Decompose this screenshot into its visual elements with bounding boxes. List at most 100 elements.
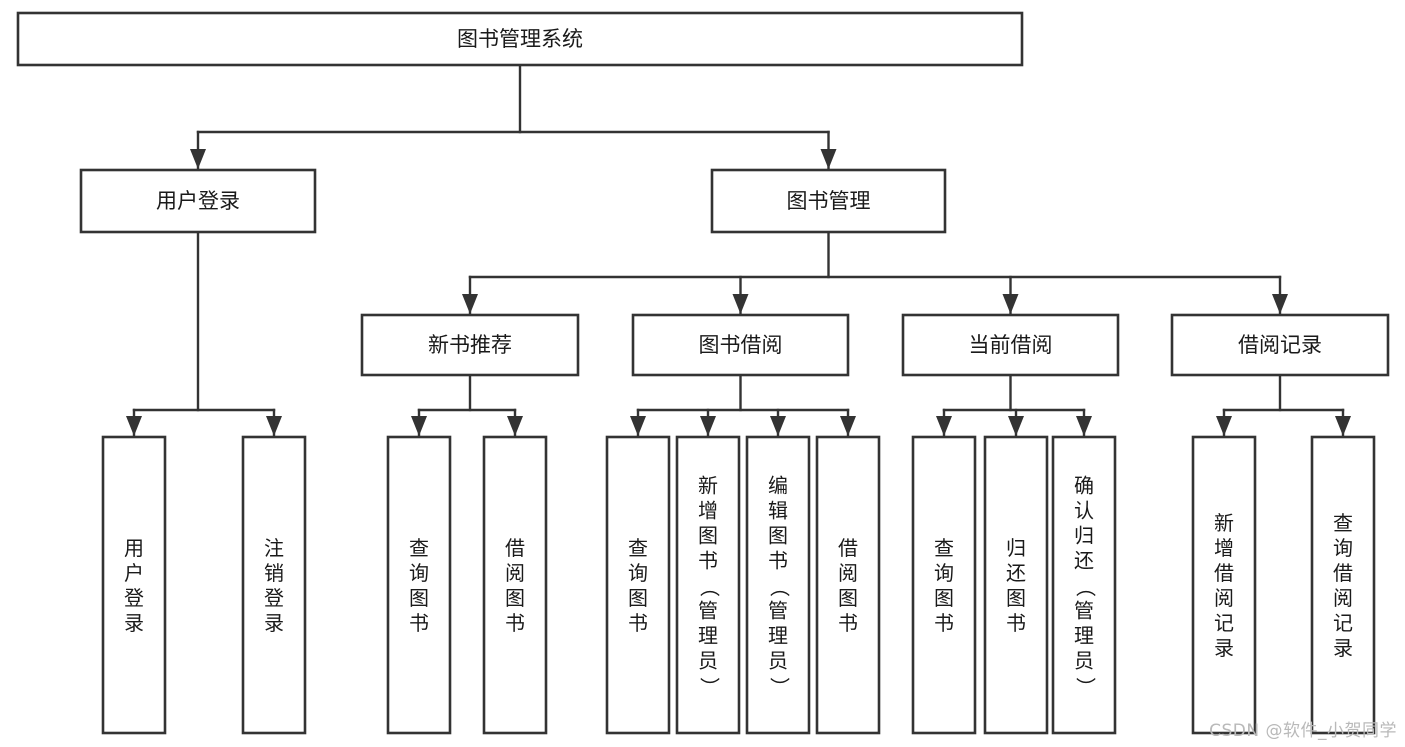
svg-text:询: 询	[934, 561, 954, 585]
node-box-新增借阅记录[interactable]	[1191, 435, 1257, 735]
svg-text:理: 理	[768, 624, 788, 648]
node-用户登录[interactable]: 用户登录	[79, 168, 317, 234]
node-box-查询图书[interactable]	[386, 435, 452, 735]
svg-text:登: 登	[264, 586, 284, 610]
node-图书借阅[interactable]: 图书借阅	[631, 313, 850, 377]
svg-text:记: 记	[1214, 611, 1234, 635]
arrow-head-icon	[1076, 416, 1092, 436]
arrow-head-icon	[820, 149, 837, 169]
arrow-head-icon	[770, 416, 786, 436]
svg-text:图: 图	[409, 586, 429, 610]
arrow-head-icon	[936, 416, 952, 436]
arrow-head-icon	[700, 416, 716, 436]
svg-text:借: 借	[1214, 561, 1234, 585]
node-当前借阅[interactable]: 当前借阅	[901, 313, 1120, 377]
node-借阅记录[interactable]: 借阅记录	[1170, 313, 1390, 377]
svg-text:辑: 辑	[768, 499, 788, 523]
node-box-编辑图书管理员[interactable]	[745, 435, 811, 735]
svg-text:（: （	[1074, 577, 1098, 597]
node-box-用户登录[interactable]	[79, 168, 317, 234]
node-label-图书管理: 图书管理	[787, 189, 871, 213]
svg-text:图: 图	[934, 586, 954, 610]
node-box-当前借阅[interactable]	[901, 313, 1120, 377]
connector-layer	[126, 63, 1351, 438]
node-label-新书推荐: 新书推荐	[428, 333, 512, 357]
node-box-查询借阅记录[interactable]	[1310, 435, 1376, 735]
node-新书推荐[interactable]: 新书推荐	[360, 313, 580, 377]
node-box-图书管理系统[interactable]	[16, 11, 1024, 67]
svg-text:还: 还	[1074, 549, 1094, 573]
svg-text:阅: 阅	[1333, 586, 1353, 610]
node-box-注销登录[interactable]	[241, 435, 307, 735]
svg-text:员: 员	[1074, 649, 1094, 673]
node-box-归还图书[interactable]	[983, 435, 1049, 735]
node-box-借阅记录[interactable]	[1170, 313, 1390, 377]
node-box-确认归还管理员[interactable]	[1051, 435, 1117, 735]
node-label-当前借阅: 当前借阅	[969, 333, 1053, 357]
arrow-head-icon	[1272, 294, 1288, 314]
node-图书管理[interactable]: 图书管理	[710, 168, 947, 234]
svg-text:认: 认	[1074, 499, 1094, 523]
node-box-图书借阅[interactable]	[631, 313, 850, 377]
svg-text:询: 询	[1333, 536, 1353, 560]
node-box-新书推荐[interactable]	[360, 313, 580, 377]
svg-text:新: 新	[1214, 511, 1234, 535]
node-用户登录[interactable]: 用户登录	[101, 435, 167, 735]
svg-text:书: 书	[934, 611, 954, 635]
node-box-借阅图书[interactable]	[815, 435, 881, 735]
svg-text:阅: 阅	[1214, 586, 1234, 610]
svg-text:书: 书	[628, 611, 648, 635]
node-label-图书借阅: 图书借阅	[699, 333, 783, 357]
node-box-借阅图书[interactable]	[482, 435, 548, 735]
svg-text:图: 图	[838, 586, 858, 610]
svg-text:确: 确	[1074, 474, 1094, 498]
svg-text:管: 管	[698, 599, 718, 623]
svg-text:查: 查	[628, 536, 648, 560]
svg-text:询: 询	[628, 561, 648, 585]
arrow-head-icon	[1002, 294, 1019, 314]
svg-text:销: 销	[264, 561, 284, 585]
svg-text:查: 查	[934, 536, 954, 560]
node-box-新增图书管理员[interactable]	[675, 435, 741, 735]
svg-text:图: 图	[1006, 586, 1026, 610]
node-图书管理系统[interactable]: 图书管理系统	[16, 11, 1024, 67]
node-box-图书管理[interactable]	[710, 168, 947, 234]
svg-text:归: 归	[1006, 536, 1026, 560]
svg-text:理: 理	[698, 624, 718, 648]
svg-text:归: 归	[1074, 524, 1094, 548]
svg-text:询: 询	[409, 561, 429, 585]
node-box-查询图书[interactable]	[605, 435, 671, 735]
svg-text:书: 书	[838, 611, 858, 635]
node-box-用户登录[interactable]	[101, 435, 167, 735]
svg-text:员: 员	[698, 649, 718, 673]
arrow-head-icon	[630, 416, 646, 436]
arrow-head-icon	[266, 416, 282, 436]
arrow-head-icon	[190, 149, 206, 169]
node-box-查询图书[interactable]	[911, 435, 977, 735]
node-label-图书管理系统: 图书管理系统	[457, 27, 583, 51]
arrow-head-icon	[462, 294, 478, 314]
arrow-head-icon	[840, 416, 856, 436]
svg-text:（: （	[698, 577, 722, 597]
